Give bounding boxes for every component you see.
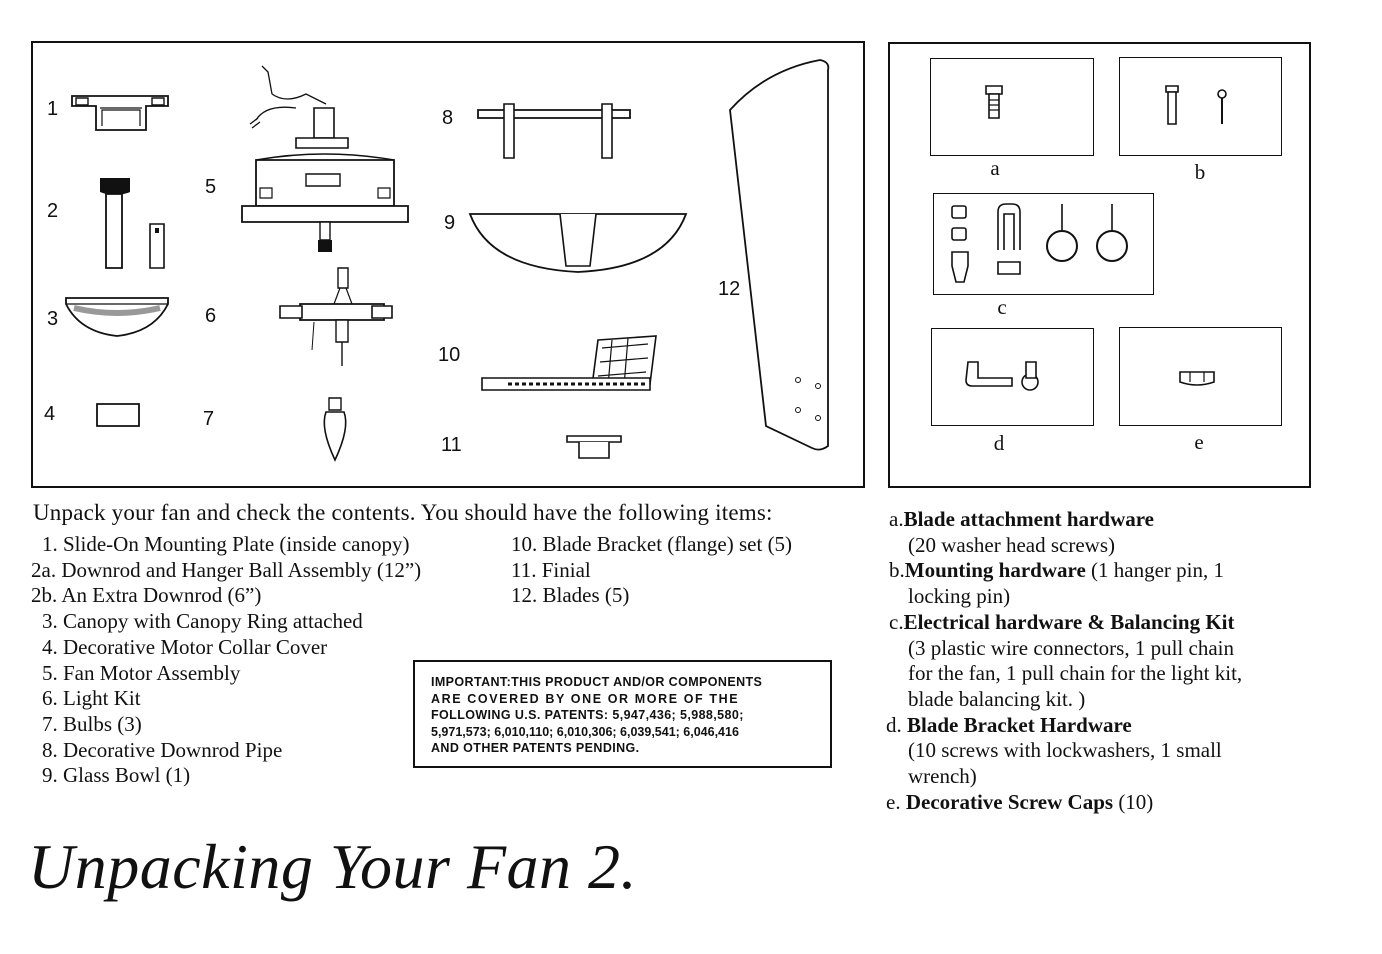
canopy-drawing: [62, 292, 172, 340]
mounting-plate-drawing: [70, 92, 170, 134]
parts-diagram: [31, 41, 865, 488]
hardware-c-detail: blade balancing kit. ): [908, 686, 1086, 711]
fan-motor-drawing: [236, 64, 416, 252]
list-item: 3. Canopy with Canopy Ring attached: [42, 609, 363, 634]
hardware-a-heading: a.Blade attachment hardware: [889, 507, 1154, 531]
list-item: 11. Finial: [511, 557, 591, 582]
hardware-c-detail: (3 plastic wire connectors, 1 pull chain: [908, 635, 1234, 660]
hardware-e-heading: e. Decorative Screw Caps (10): [886, 789, 1154, 814]
hardware-box-a: [930, 58, 1094, 156]
contents-list-left: 1. Slide-On Mounting Plate (inside canop…: [31, 532, 421, 789]
hardware-d-detail: (10 screws with lockwashers, 1 small: [908, 738, 1222, 763]
list-item: 2a. Downrod and Hanger Ball Assembly (12…: [31, 557, 422, 582]
list-item: 2b. An Extra Downrod (6”): [31, 583, 262, 608]
hardware-d-heading: d. Blade Bracket Hardware: [886, 712, 1132, 737]
contents-list-right: 10. Blade Bracket (flange) set (5) 11. F…: [511, 532, 792, 609]
page-title: Unpacking Your Fan 2.: [28, 831, 638, 902]
hardware-c-heading: c.Electrical hardware & Balancing Kit: [889, 609, 1235, 634]
part-number-10: 10: [438, 344, 461, 366]
part-number-9: 9: [444, 212, 456, 234]
part-number-8: 8: [442, 107, 454, 129]
hardware-label-b: b: [1194, 160, 1206, 184]
part-number-11: 11: [441, 434, 462, 456]
patent-notice-line: IMPORTANT:THIS PRODUCT AND/OR COMPONENTS: [431, 675, 763, 689]
hardware-label-e: e: [1194, 430, 1204, 454]
wrench-and-screw-icon: [962, 358, 1056, 398]
hardware-box-d: [931, 328, 1094, 426]
list-item: 4. Decorative Motor Collar Cover: [42, 634, 328, 659]
hardware-label-d: d: [993, 431, 1005, 455]
patent-notice-line: ARE COVERED BY ONE OR MORE OF THE: [431, 691, 740, 706]
blade-bracket-drawing: [478, 334, 662, 400]
list-item: 5. Fan Motor Assembly: [42, 660, 241, 685]
screw-cap-icon: [1176, 368, 1218, 388]
hardware-d-detail: wrench): [908, 764, 977, 789]
finial-drawing: [565, 432, 625, 462]
part-number-3: 3: [47, 308, 59, 330]
part-number-1: 1: [47, 98, 59, 120]
glass-bowl-drawing: [466, 206, 690, 276]
part-number-2: 2: [47, 200, 59, 222]
bulb-drawing: [318, 394, 352, 464]
part-number-7: 7: [203, 408, 215, 430]
patent-notice-line: AND OTHER PATENTS PENDING.: [431, 741, 640, 756]
part-number-6: 6: [205, 305, 217, 327]
hardware-box-c: [933, 193, 1154, 295]
part-number-4: 4: [44, 403, 56, 425]
light-kit-drawing: [276, 266, 396, 372]
list-item: 12. Blades (5): [511, 583, 630, 608]
part-number-12: 12: [718, 278, 741, 300]
list-item: 10. Blade Bracket (flange) set (5): [511, 532, 793, 556]
patent-notice: IMPORTANT:THIS PRODUCT AND/OR COMPONENTS…: [413, 660, 832, 768]
list-item: 6. Light Kit: [42, 686, 141, 711]
list-item: 9. Glass Bowl (1): [42, 763, 191, 788]
hardware-a-detail: (20 washer head screws): [908, 532, 1115, 557]
hanger-pin-icon: [1162, 84, 1232, 128]
hardware-c-detail: for the fan, 1 pull chain for the light …: [908, 661, 1243, 686]
downrod-pipe-drawing: [474, 102, 634, 162]
hardware-box-b: [1119, 57, 1282, 156]
hardware-b-detail: locking pin): [908, 584, 1011, 609]
blade-drawing: [726, 56, 834, 454]
list-item: 7. Bulbs (3): [42, 711, 142, 736]
part-number-5: 5: [205, 176, 217, 198]
hardware-label-a: a: [990, 156, 1000, 180]
list-item: 1. Slide-On Mounting Plate (inside canop…: [42, 532, 410, 556]
hardware-b-heading: b.Mounting hardware (1 hanger pin, 1: [889, 558, 1225, 583]
intro-text: Unpack your fan and check the contents. …: [33, 500, 773, 525]
electrical-kit-icon: [946, 200, 1146, 286]
patent-notice-line: FOLLOWING U.S. PATENTS: 5,947,436; 5,988…: [431, 708, 744, 723]
washer-screw-icon: [984, 84, 1004, 120]
hardware-descriptions: a.Blade attachment hardware (20 washer h…: [886, 507, 1242, 815]
patent-notice-line: 5,971,573; 6,010,110; 6,010,306; 6,039,5…: [431, 724, 739, 739]
list-item: 8. Decorative Downrod Pipe: [42, 737, 283, 762]
downrod-drawing: [100, 178, 171, 274]
collar-cover-drawing: [95, 402, 141, 428]
hardware-label-c: c: [997, 295, 1007, 319]
